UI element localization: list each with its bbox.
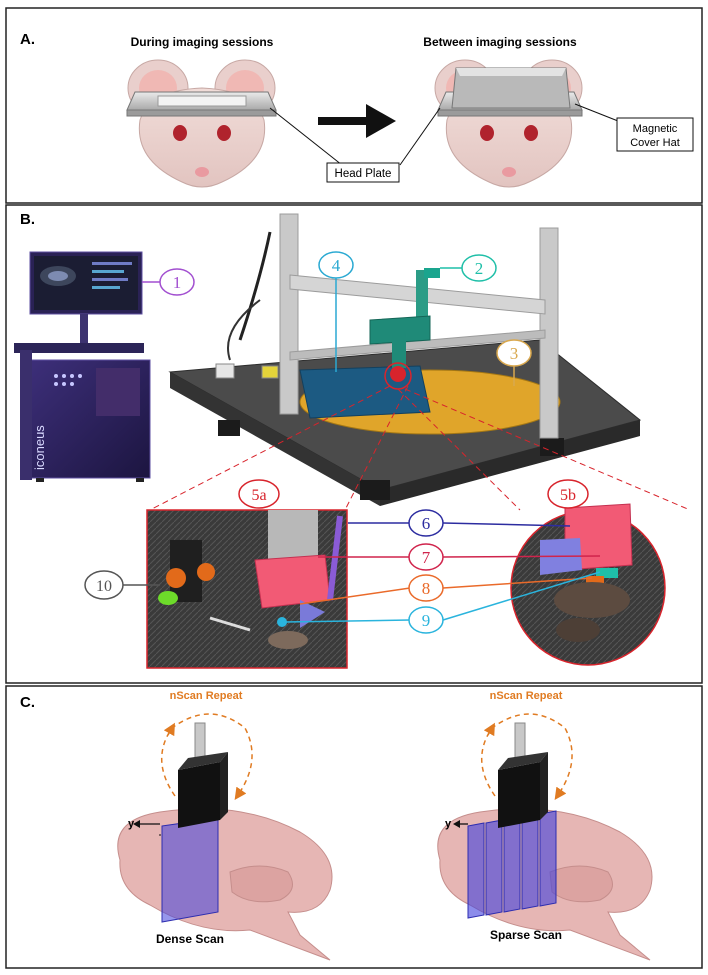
callout-6-label: 6 xyxy=(422,514,431,533)
head-plate-label: Head Plate xyxy=(335,168,392,180)
callout-4: 4 xyxy=(318,251,354,372)
callout-6: 6 xyxy=(348,509,571,537)
callout-9-label: 9 xyxy=(422,611,431,630)
callout-5a-label: 5a xyxy=(251,487,266,504)
panel-c: C. nScan Repeat y Dense Scan xyxy=(5,685,703,969)
magnetic-cover-hat xyxy=(437,67,583,117)
panel-b-letter: B. xyxy=(20,211,35,228)
inset-5b xyxy=(510,503,666,666)
dense-scan-caption: Dense Scan xyxy=(156,932,224,946)
cover-hat-label-box xyxy=(616,117,694,152)
callout-3-label: 3 xyxy=(510,344,519,363)
panel-b: B. iconeus xyxy=(5,204,703,684)
callout-5b-label: 5b xyxy=(560,487,576,504)
console-brand: iconeus xyxy=(32,425,47,470)
callout-10-label: 10 xyxy=(96,578,112,595)
during-imaging-title: During imaging sessions xyxy=(131,35,274,49)
panel-a-letter: A. xyxy=(20,31,35,48)
panel-c-letter: C. xyxy=(20,694,35,711)
transition-arrow xyxy=(318,104,396,138)
repeat-label-left: nScan Repeat xyxy=(170,690,243,702)
axis-y-right: y xyxy=(445,818,452,830)
callout-5a: 5a xyxy=(238,479,280,509)
cover-hat-label-line1: Magnetic xyxy=(633,123,678,135)
sparse-scan-figure xyxy=(437,713,653,961)
callout-2: 2 xyxy=(440,254,497,282)
between-imaging-title: Between imaging sessions xyxy=(423,35,577,49)
callout-2-label: 2 xyxy=(475,259,484,278)
callout-8: 8 xyxy=(299,574,593,605)
callout-7-label: 7 xyxy=(422,548,431,567)
head-plate-left xyxy=(126,91,277,117)
dense-scan-figure xyxy=(117,713,333,961)
inset-5a xyxy=(146,509,348,669)
callout-8-label: 8 xyxy=(422,579,431,598)
iconeus-console: iconeus xyxy=(14,251,151,482)
callout-1: 1 xyxy=(142,268,195,296)
repeat-label-right: nScan Repeat xyxy=(490,690,563,702)
cover-hat-label-line2: Cover Hat xyxy=(630,137,680,149)
callout-7: 7 xyxy=(318,543,601,571)
panel-a: A. During imaging sessions Between imagi… xyxy=(5,7,703,204)
sparse-scan-caption: Sparse Scan xyxy=(490,928,562,942)
axis-y-left: y xyxy=(128,818,135,830)
callout-1-label: 1 xyxy=(173,273,182,292)
head-plate-label-box xyxy=(326,162,400,183)
imaging-rig xyxy=(168,213,642,506)
callout-3: 3 xyxy=(496,339,532,386)
callout-4-label: 4 xyxy=(332,256,341,275)
callout-5b: 5b xyxy=(547,479,589,509)
callout-9: 9 xyxy=(284,571,601,634)
callout-10: 10 xyxy=(84,570,160,600)
